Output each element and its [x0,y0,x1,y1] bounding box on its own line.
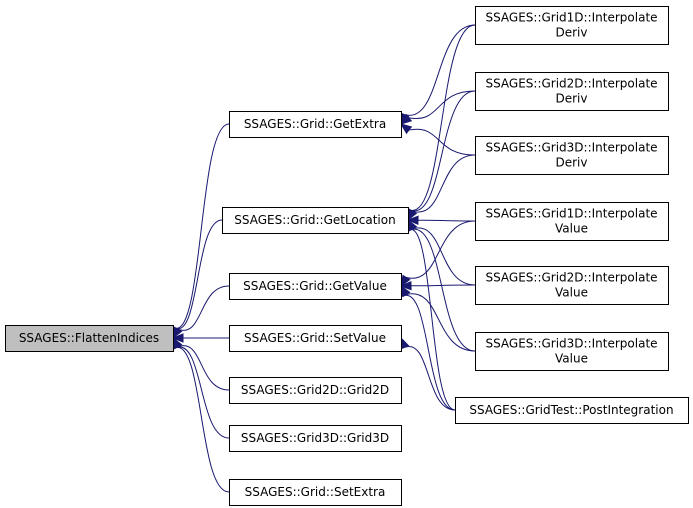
arrowhead [171,333,184,343]
edge-g2deriv-to-getextra [399,90,476,125]
node-getvalue[interactable]: SSAGES::Grid::GetValue [229,273,402,300]
edge-line [406,220,476,279]
node-box [229,479,402,506]
edge-postint-to-setvalue [400,336,456,411]
node-label: Deriv [556,92,588,106]
edge-setvalue-to-flatten [171,333,230,343]
node-label: SSAGES::Grid::SetValue [244,331,386,345]
node-box [475,332,669,371]
edge-g1deriv-to-getextra [400,24,476,126]
node-label: SSAGES::Grid3D::Grid3D [241,431,389,445]
node-label: Value [555,286,588,300]
arrowhead [406,215,419,226]
node-label: SSAGES::Grid::GetLocation [234,213,395,227]
node-box [229,325,402,352]
node-label: SSAGES::GridTest::PostIntegration [469,403,673,417]
node-box [229,425,402,452]
node-grid3d[interactable]: SSAGES::Grid3D::Grid3D [229,425,402,452]
node-getextra[interactable]: SSAGES::Grid::GetExtra [229,111,402,138]
edge-line [412,154,476,213]
node-box [475,202,669,241]
node-label: SSAGES::Grid2D::Interpolate [485,77,657,91]
edge-line [409,24,476,211]
edge-line [177,345,230,391]
node-box [229,377,402,404]
node-grid2d[interactable]: SSAGES::Grid2D::Grid2D [229,377,402,404]
node-box [5,325,174,352]
edge-getextra-to-flatten [169,123,230,340]
node-label: Value [555,222,588,236]
edge-line [175,219,223,329]
node-box [475,266,669,305]
node-box [229,111,402,138]
node-label: SSAGES::Grid3D::Interpolate [485,141,657,155]
edge-line [404,24,476,116]
node-label: SSAGES::Grid1D::Interpolate [485,207,657,221]
node-box [475,6,669,45]
edge-line [175,346,230,439]
node-label: SSAGES::Grid2D::Grid2D [241,383,389,397]
edge-line [408,128,476,156]
arrowhead [400,336,410,350]
edge-line [174,123,230,329]
node-setvalue[interactable]: SSAGES::Grid::SetValue [229,325,402,352]
node-box [222,207,409,234]
node-setextra[interactable]: SSAGES::Grid::SetExtra [229,479,402,506]
edge-line [403,295,456,411]
node-label: SSAGES::Grid3D::Interpolate [485,337,657,351]
edge-g2value-to-getvalue [399,281,476,291]
node-box [455,397,689,424]
arrowhead [399,113,413,125]
arrowhead [399,281,412,291]
edge-line [174,347,230,493]
node-box [229,273,402,300]
edge-g3deriv-to-getextra [399,123,476,156]
edge-line [417,219,476,222]
edge-line [412,227,476,286]
node-label: SSAGES::Grid2D::Interpolate [485,271,657,285]
edge-g3value-to-getvalue [400,284,476,352]
edge-line [406,293,476,352]
edge-line [410,90,476,212]
node-box [475,72,669,111]
node-getlocation[interactable]: SSAGES::Grid::GetLocation [222,207,409,234]
node-label: SSAGES::Grid::GetExtra [244,117,386,131]
edge-line [408,90,476,119]
edge-line [177,285,230,331]
edge-g1value-to-getvalue [400,220,476,288]
node-postint[interactable]: SSAGES::GridTest::PostIntegration [455,397,689,424]
edge-line [410,228,476,352]
edges-layer [169,24,476,493]
node-flatten[interactable]: SSAGES::FlattenIndices [5,325,174,352]
node-label: Deriv [556,156,588,170]
edge-line [404,346,456,411]
edge-getvalue-to-flatten [172,285,230,340]
node-label: SSAGES::Grid1D::Interpolate [485,11,657,25]
node-label: SSAGES::Grid::SetExtra [245,485,386,499]
edge-line [409,229,456,411]
node-label: Value [555,352,588,366]
edge-grid2d-to-flatten [172,336,230,391]
edge-line [410,284,476,287]
node-label: SSAGES::FlattenIndices [19,331,159,345]
arrowhead [399,123,413,135]
edge-g1value-to-getlocation [406,215,476,226]
nodes-layer: SSAGES::FlattenIndices SSAGES::Grid::GetE… [5,6,689,506]
edge-g2deriv-to-getlocation [406,90,476,222]
node-label: SSAGES::Grid::GetValue [243,279,387,293]
node-label: Deriv [556,26,588,40]
node-box [475,136,669,175]
